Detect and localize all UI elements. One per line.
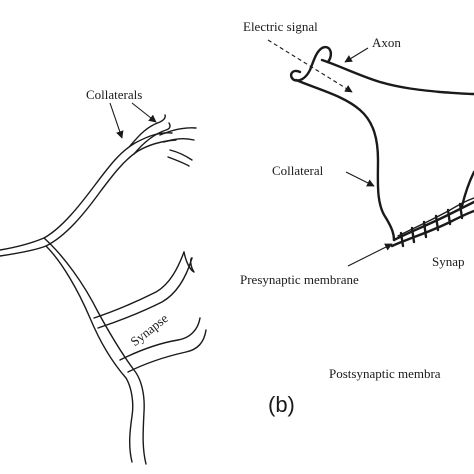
axon-left-outline xyxy=(294,78,396,242)
cleft-hatch xyxy=(446,208,452,226)
label-presynaptic-membrane: Presynaptic membrane xyxy=(240,272,359,287)
cleft-hatch xyxy=(410,226,416,244)
collateral-arrow xyxy=(345,171,375,187)
axon-cap xyxy=(289,45,333,82)
axon-arrow xyxy=(344,47,369,63)
upper-finger-2b xyxy=(163,137,195,143)
presynaptic-arrow xyxy=(347,243,393,267)
upper-finger-3 xyxy=(169,149,193,161)
synaptic-cleft-hatches xyxy=(399,202,464,248)
label-synapse-right: Synap xyxy=(432,254,465,269)
cleft-hatch xyxy=(422,220,428,239)
panel-label-b: (b) xyxy=(268,392,295,417)
cleft-hatch xyxy=(399,231,405,248)
axon-right-outline xyxy=(460,170,474,208)
label-axon: Axon xyxy=(372,35,401,50)
collaterals-arrow-2 xyxy=(131,102,157,123)
mid-branch-top xyxy=(93,251,185,319)
label-collaterals: Collaterals xyxy=(86,87,143,102)
left-branching-tree xyxy=(0,114,207,465)
collaterals-arrow-1 xyxy=(109,102,124,139)
axon-top-outline xyxy=(320,58,474,96)
label-electric-signal: Electric signal xyxy=(243,19,318,34)
upper-finger-1b xyxy=(133,122,171,155)
mid-branch-bottom xyxy=(97,257,193,329)
trunk-lower-edge xyxy=(0,139,177,257)
lower-branch-inner xyxy=(43,237,147,465)
lower-subbranch-bottom xyxy=(127,329,207,373)
electric-signal-arrow xyxy=(267,39,353,93)
upper-finger-2 xyxy=(159,127,197,136)
cleft-hatch xyxy=(458,202,464,220)
trunk-upper-edge xyxy=(0,132,173,251)
lower-subbranch-top xyxy=(119,317,201,361)
cleft-hatch xyxy=(434,214,440,232)
axon-terminal xyxy=(289,45,474,248)
lower-branch-outer xyxy=(45,245,134,463)
upper-finger-1 xyxy=(129,114,166,147)
upper-finger-3b xyxy=(167,156,190,167)
presynaptic-outline xyxy=(392,200,474,242)
mid-branch-hook xyxy=(183,251,195,273)
label-postsynaptic-membrane: Postsynaptic membra xyxy=(329,366,441,381)
label-collateral: Collateral xyxy=(272,163,324,178)
